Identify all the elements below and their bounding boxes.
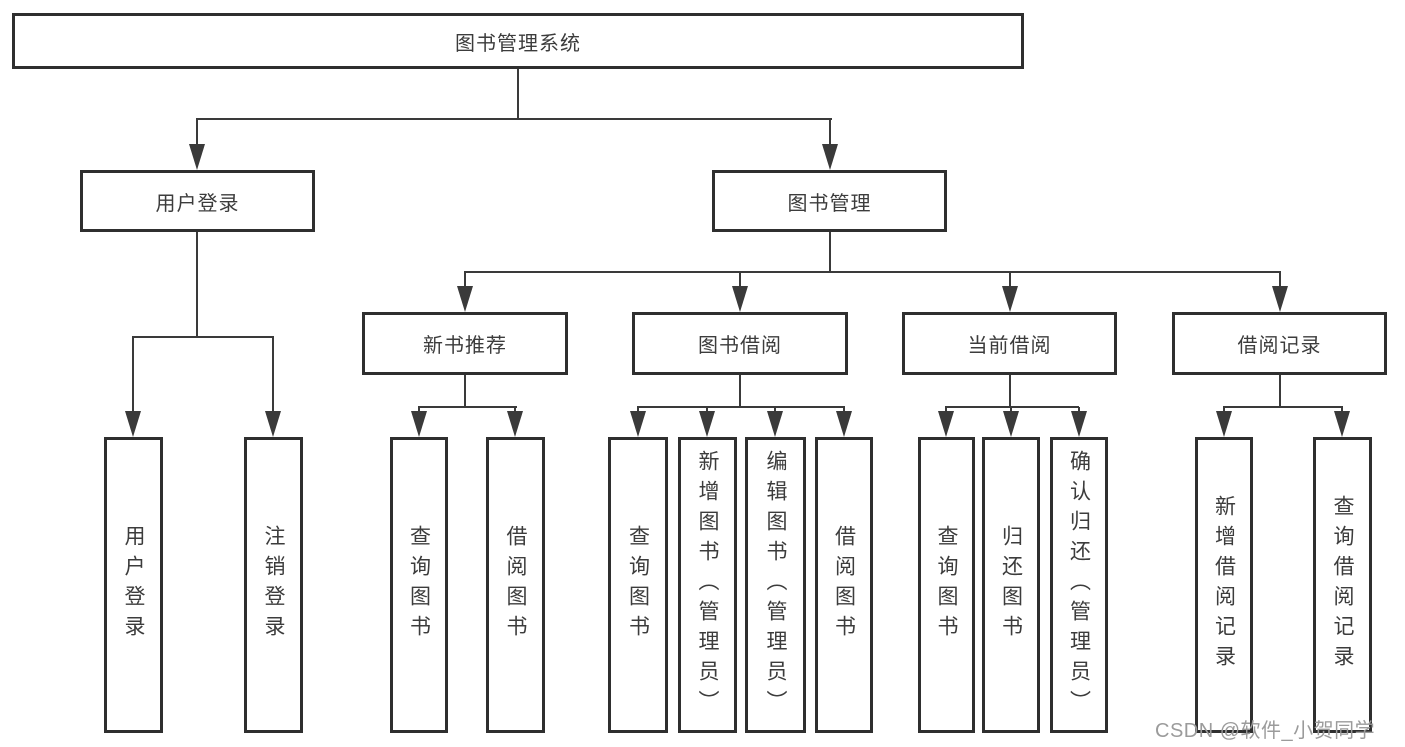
connector-line (464, 375, 466, 407)
leaf-add-books-admin: 新增图书（管理员） (678, 437, 737, 733)
connector-line (1223, 406, 1343, 408)
node-root: 图书管理系统 (12, 13, 1024, 69)
leaf-user-login: 用户登录 (104, 437, 163, 733)
connector-line (132, 336, 274, 338)
arrowhead-down-icon (767, 411, 783, 437)
connector-line (739, 375, 741, 407)
leaf-borrow-books-recommend: 借阅图书 (486, 437, 545, 733)
connector-line (1009, 375, 1011, 407)
connector-line (945, 406, 1079, 408)
connector-line (196, 119, 198, 164)
arrowhead-down-icon (836, 411, 852, 437)
leaf-add-borrow-record: 新增借阅记录 (1195, 437, 1253, 733)
leaf-return-books: 归还图书 (982, 437, 1040, 733)
leaf-edit-books-admin: 编辑图书（管理员） (745, 437, 806, 733)
leaf-query-books-recommend: 查询图书 (390, 437, 448, 733)
arrowhead-down-icon (1003, 411, 1019, 437)
arrowhead-down-icon (265, 411, 281, 437)
node-borrowing-records: 借阅记录 (1172, 312, 1387, 375)
leaf-confirm-return-admin: 确认归还（管理员） (1050, 437, 1108, 733)
node-book-management: 图书管理 (712, 170, 947, 232)
arrowhead-down-icon (1071, 411, 1087, 437)
csdn-watermark: CSDN @软件_小贺同学 (1155, 720, 1376, 742)
connector-line (829, 119, 831, 164)
connector-line (196, 232, 198, 337)
leaf-query-borrow-record: 查询借阅记录 (1313, 437, 1372, 733)
connector-line (132, 337, 134, 431)
connector-line (517, 69, 519, 119)
arrowhead-down-icon (699, 411, 715, 437)
arrowhead-down-icon (125, 411, 141, 437)
leaf-query-books-current: 查询图书 (918, 437, 975, 733)
arrowhead-down-icon (1334, 411, 1350, 437)
node-book-borrowing: 图书借阅 (632, 312, 848, 375)
leaf-borrow-books-borrowing: 借阅图书 (815, 437, 873, 733)
node-new-book-recommendation: 新书推荐 (362, 312, 568, 375)
connector-line (1279, 375, 1281, 407)
arrowhead-down-icon (938, 411, 954, 437)
arrowhead-down-icon (822, 144, 838, 170)
arrowhead-down-icon (411, 411, 427, 437)
node-current-borrowing: 当前借阅 (902, 312, 1117, 375)
connector-line (464, 271, 1281, 273)
arrowhead-down-icon (1002, 286, 1018, 312)
node-user-login: 用户登录 (80, 170, 315, 232)
connector-line (272, 337, 274, 431)
leaf-query-books-borrowing: 查询图书 (608, 437, 668, 733)
arrowhead-down-icon (1272, 286, 1288, 312)
connector-line (418, 406, 517, 408)
connector-line (829, 232, 831, 272)
arrowhead-down-icon (732, 286, 748, 312)
arrowhead-down-icon (457, 286, 473, 312)
connector-line (196, 118, 832, 120)
arrowhead-down-icon (507, 411, 523, 437)
arrowhead-down-icon (630, 411, 646, 437)
connector-line (637, 406, 845, 408)
leaf-logout: 注销登录 (244, 437, 303, 733)
arrowhead-down-icon (189, 144, 205, 170)
arrowhead-down-icon (1216, 411, 1232, 437)
